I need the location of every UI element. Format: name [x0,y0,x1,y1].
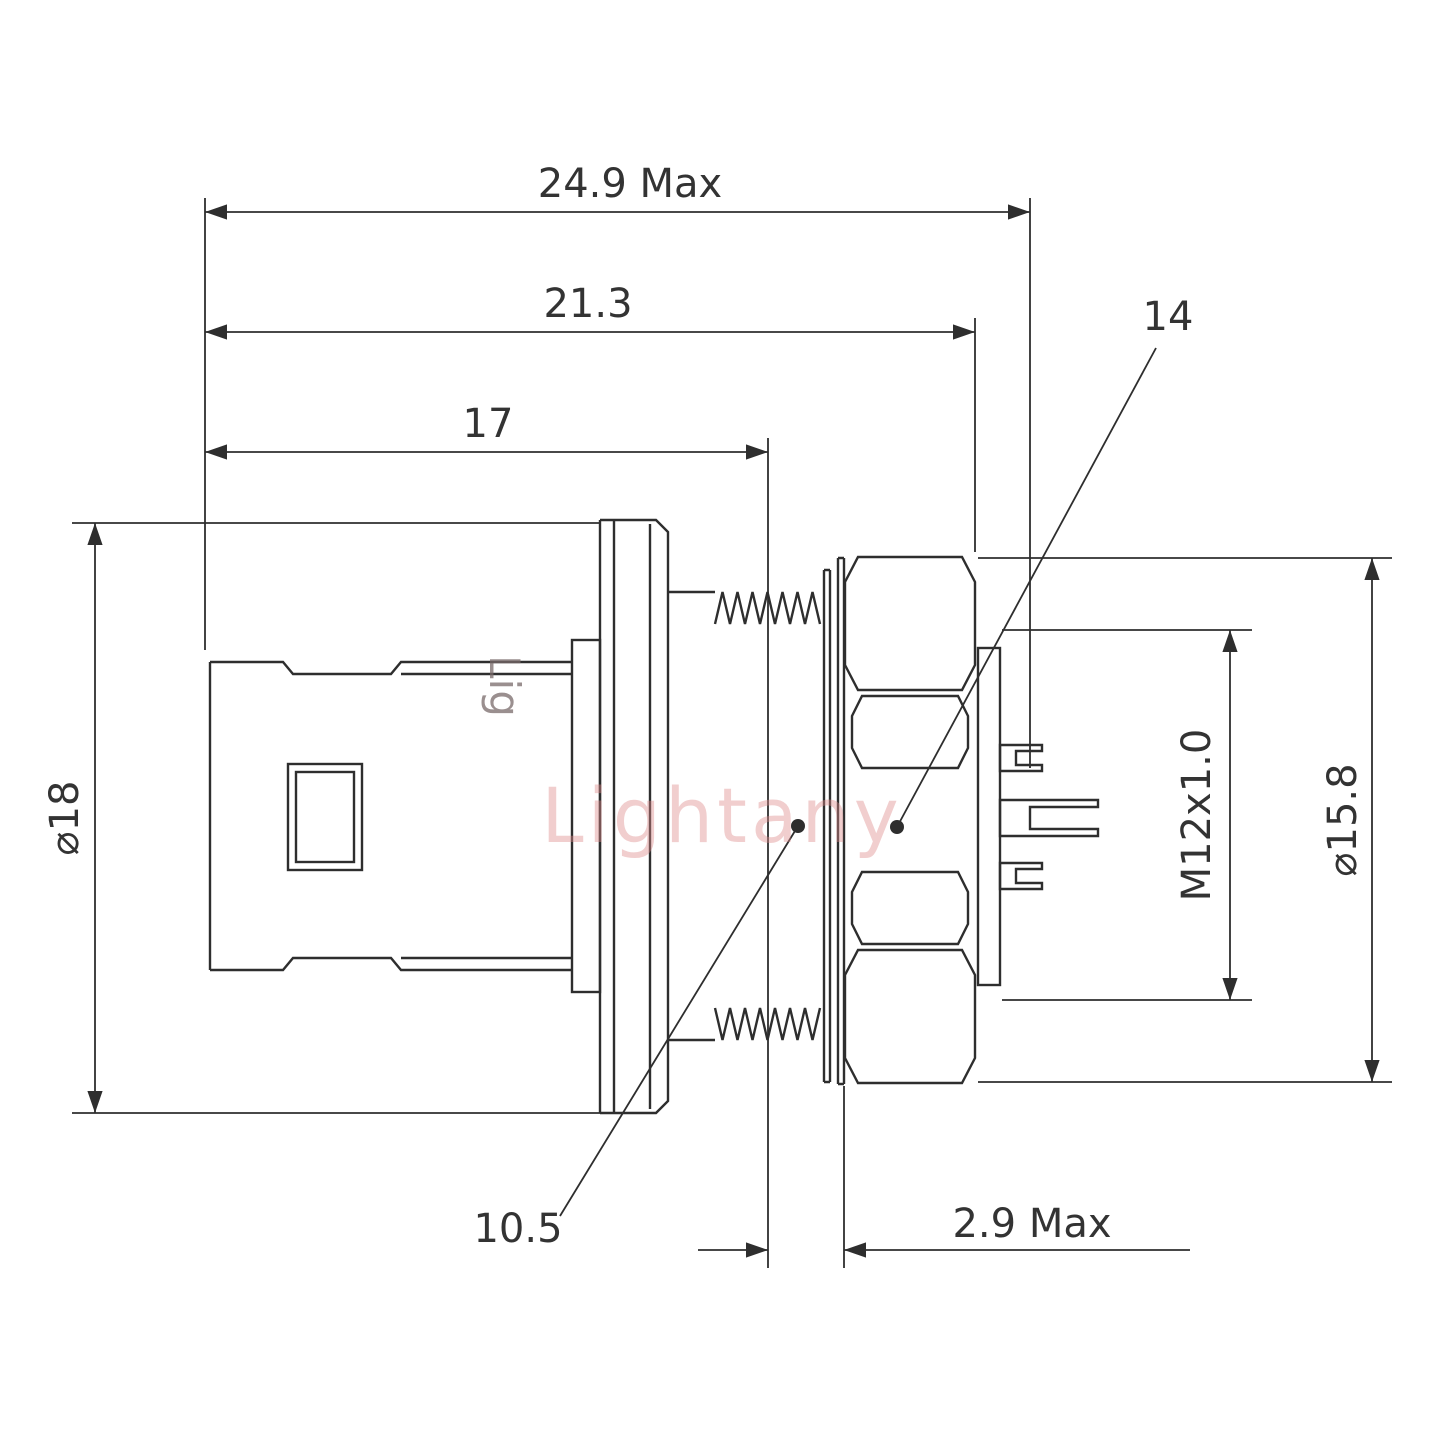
latch-window-outer [286,762,364,872]
barrel [668,590,715,1042]
hex-nut-facet [850,694,970,770]
connector-side-view [208,518,1100,1115]
dim-label-nut-diameter: ⌀15.8 [1320,763,1366,876]
watermark-side-text: Lig [480,655,529,717]
rear-insulator [976,646,1002,987]
solder-pin-bottom [998,861,1044,891]
mounting-flange [598,518,670,1115]
dim-nut-diameter: ⌀15.8 [978,557,1392,1083]
dim-label-mount-thread: M12x1.0 [1174,729,1220,902]
callout-rear-14: 14 [890,294,1193,834]
front-shell-outline [208,660,572,972]
dim-label-rear-callout: 14 [1143,294,1194,340]
leader-line [896,347,1157,828]
dim-length-to-nut-back: 21.3 [205,281,976,552]
dim-label-thread-callout: 10.5 [473,1206,562,1252]
callout-thread-10-5: 10.5 [473,819,805,1252]
watermark-center-text: Lightany [541,771,902,860]
hex-nut [843,555,977,1085]
dim-front-diameter: ⌀18 [42,522,600,1114]
solder-pin-top [998,743,1044,773]
leader-line [559,825,799,1217]
hex-nut-facet [843,948,977,1085]
dim-label-length-to-nut-back: 21.3 [543,281,632,327]
leader-dot [890,820,904,834]
dim-mount-thread: M12x1.0 [1002,629,1252,1001]
dim-label-front-diameter: ⌀18 [42,781,88,856]
dim-panel-thickness: 2.9 Max [698,1086,1190,1268]
hex-nut-facet [843,555,977,692]
dim-label-front-body-length: 17 [463,401,514,447]
lock-washer [822,556,846,1086]
dim-overall-length: 24.9 Max [204,161,1031,768]
solder-contact-middle [998,798,1100,838]
dim-label-overall-length: 24.9 Max [538,161,722,207]
latch-window-inner [294,770,356,864]
dim-label-panel-thickness: 2.9 Max [952,1201,1111,1247]
leader-dot [791,819,805,833]
dim-front-body-length: 17 [205,401,769,1268]
hex-nut-facet [850,870,970,946]
